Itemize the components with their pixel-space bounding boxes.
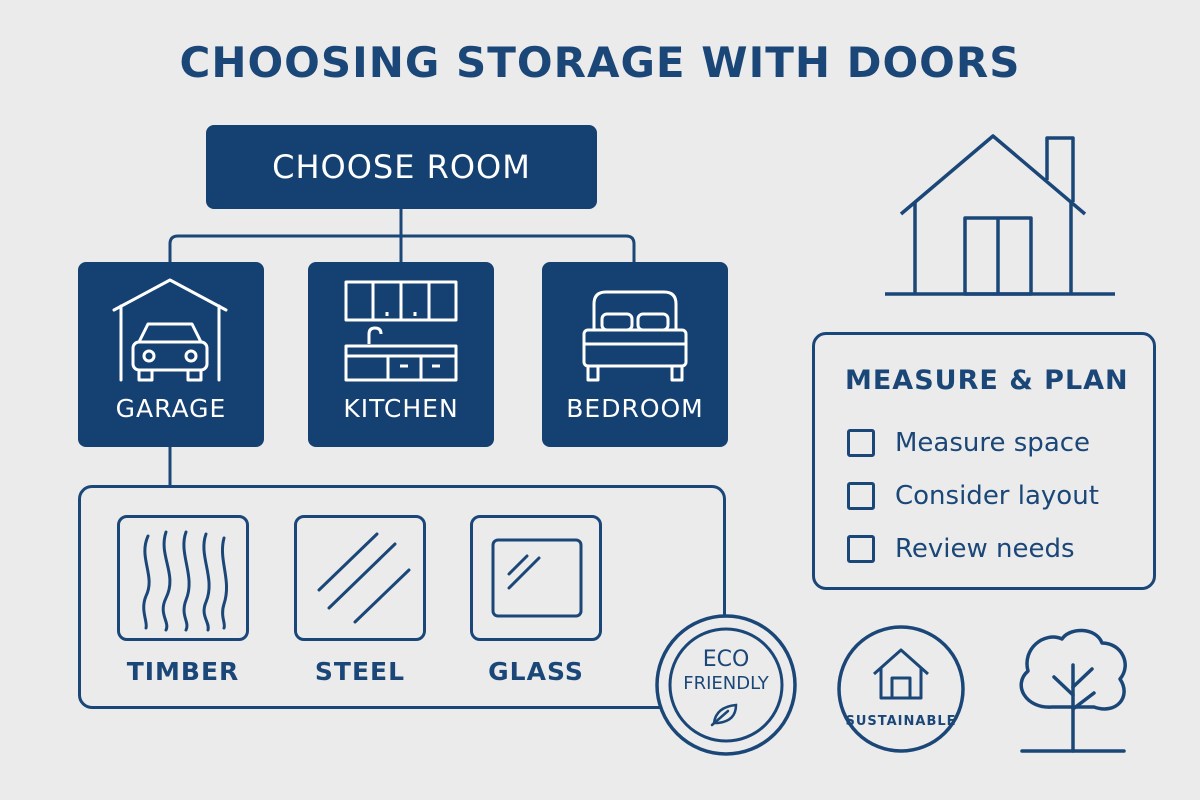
glass-tile — [470, 515, 602, 641]
timber-tile — [117, 515, 249, 641]
sustainable-house-icon — [837, 625, 965, 753]
checklist-item[interactable]: Consider layout — [847, 481, 1099, 511]
bedroom-label: BEDROOM — [566, 394, 704, 423]
choose-room-label: CHOOSE ROOM — [272, 148, 531, 186]
checklist-item[interactable]: Review needs — [847, 534, 1075, 564]
garage-node: GARAGE — [78, 262, 264, 447]
bedroom-node: BEDROOM — [542, 262, 728, 447]
glass-label: GLASS — [488, 657, 584, 686]
checklist-item-label: Review needs — [895, 534, 1075, 564]
sustainable-badge: SUSTAINABLE — [836, 624, 966, 754]
checklist-item[interactable]: Measure space — [847, 428, 1090, 458]
checkbox[interactable] — [847, 482, 875, 510]
measure-plan-card: MEASURE & PLAN Measure space Consider la… — [812, 332, 1156, 590]
eco-friendly-badge: ECO FRIENDLY — [654, 613, 798, 757]
wood-grain-icon — [142, 530, 229, 632]
steel-tile — [294, 515, 426, 641]
checklist-item-label: Measure space — [895, 428, 1091, 458]
glass-pane-icon — [491, 538, 583, 618]
timber-label: TIMBER — [126, 657, 240, 686]
choose-room-node: CHOOSE ROOM — [206, 125, 597, 209]
garage-car-icon — [112, 278, 228, 382]
checkbox[interactable] — [847, 429, 875, 457]
kitchen-node: KITCHEN — [308, 262, 494, 447]
steel-label: STEEL — [314, 657, 406, 686]
house-icon — [885, 134, 1115, 296]
page-title: CHOOSING STORAGE WITH DOORS — [179, 38, 1021, 87]
materials-panel — [78, 485, 726, 709]
tree-icon — [1019, 628, 1127, 753]
eco-label: ECO — [702, 647, 750, 672]
eco-badge-icon — [655, 614, 797, 756]
kitchen-cabinets-icon — [344, 280, 458, 382]
measure-plan-title: MEASURE & PLAN — [845, 365, 1129, 396]
checklist-item-label: Consider layout — [895, 481, 1099, 511]
friendly-label: FRIENDLY — [683, 673, 769, 694]
steel-lines-icon — [317, 532, 411, 624]
garage-label: GARAGE — [115, 394, 227, 423]
bed-icon — [582, 290, 688, 382]
sustainable-label: SUSTAINABLE — [845, 714, 957, 729]
kitchen-label: KITCHEN — [343, 394, 459, 423]
checkbox[interactable] — [847, 535, 875, 563]
